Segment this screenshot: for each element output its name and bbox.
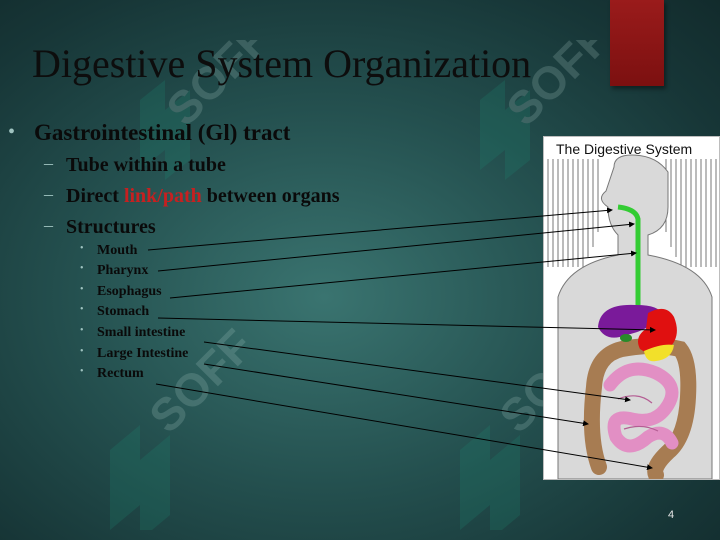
digestive-system-diagram: The Digestive System [543,136,720,483]
small-intestine [603,362,679,453]
gallbladder [620,334,632,342]
dash-marker: – [44,184,53,204]
bullet-tube: Tube within a tube [66,154,226,176]
small-intestine-coils [617,395,659,432]
structure-item: Large Intestine [97,346,189,361]
dot-marker: • [80,243,84,254]
stomach [638,308,677,354]
dash-marker: – [44,153,53,173]
bullet-direct-highlight: link/path [123,185,202,207]
slide-title: Digestive System Organization [32,41,532,86]
bullet-direct-after: between organs [201,185,340,207]
pointer-esophagus [169,250,637,299]
dot-marker: • [80,284,84,295]
pointer-mouth [147,207,613,251]
diagram-title: The Digestive System [556,141,692,157]
dot-marker: • [80,346,84,357]
bullet-marker: • [8,121,16,143]
bullet-direct-before: Direct [66,185,124,207]
pancreas [644,344,674,362]
structure-item: Pharynx [97,263,149,278]
dot-marker: • [80,325,84,336]
dot-marker: • [80,304,84,315]
structure-item: Esophagus [97,284,162,299]
accent-bar [610,0,664,86]
diagram-figure: The Digestive System [547,141,717,483]
bullet-main: Gastrointestinal (Gl) tract [34,120,291,145]
structure-item: Stomach [97,304,150,319]
structure-item: Small intestine [97,325,186,340]
pointer-rectum [155,383,653,471]
dot-marker: • [80,263,84,274]
pointer-small-intestine [203,341,631,403]
bullet-direct: Direct link/path between organs [66,185,340,208]
dash-marker: – [44,215,53,235]
dot-marker: • [80,366,84,377]
structure-item: Mouth [97,243,138,258]
bullet-structures: Structures [66,216,156,238]
pointer-stomach [157,317,656,333]
esophagus [617,204,641,309]
large-intestine [583,338,697,483]
structure-item: Rectum [97,366,144,381]
page-number: 4 [668,509,675,521]
pointer-large-intestine [203,363,589,427]
pointer-pharynx [157,221,635,272]
watermark-logo: SOFF [90,300,290,540]
